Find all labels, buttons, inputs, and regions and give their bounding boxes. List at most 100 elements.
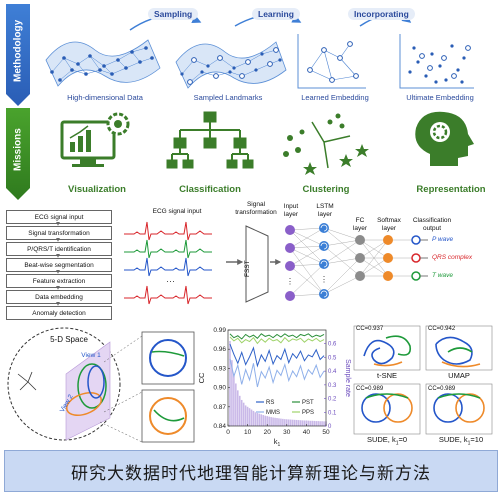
sude-k0-label: SUDE, k1=0 xyxy=(366,435,408,447)
sample-rate-bar xyxy=(297,420,300,426)
tsne-label: t-SNE xyxy=(376,371,397,380)
sample-rate-bar xyxy=(274,417,276,426)
caption-high-dimensional-data: High-dimensional Data xyxy=(67,93,143,102)
y-right-tick-label: 0 xyxy=(328,424,332,430)
y-right-tick-label: 0.4 xyxy=(328,369,337,375)
five-d-space-graphic xyxy=(7,327,195,443)
y-right-axis-label: Sample rate xyxy=(344,359,351,397)
x-tick-label: 30 xyxy=(283,429,291,436)
sample-rate-bar xyxy=(321,421,323,426)
series-line-pps xyxy=(229,336,325,345)
sample-rate-bar xyxy=(307,420,310,426)
banner-title: 研究大数据时代地理智能计算新理论与新方法 xyxy=(4,450,498,492)
high-dimensional-data-graphic xyxy=(45,39,161,87)
sample-rate-bar xyxy=(244,405,247,426)
legend-label: PST xyxy=(302,400,314,406)
y-tick-label: 0.90 xyxy=(213,385,226,392)
sample-rate-bar xyxy=(264,415,267,426)
sample-rate-bar xyxy=(250,409,253,426)
sampling-step-label: Sampling xyxy=(148,8,199,20)
caption-ultimate-embedding: Ultimate Embedding xyxy=(406,93,474,102)
svg-text:···: ··· xyxy=(166,276,175,286)
series-line-mms xyxy=(229,358,325,388)
learning-step-label: Learning xyxy=(252,8,300,20)
sample-rate-bar xyxy=(270,417,272,426)
y-tick-label: 0.96 xyxy=(213,346,226,353)
sude-k0-cc: CC=0.989 xyxy=(356,386,384,392)
sample-rate-bar xyxy=(319,421,321,426)
x-tick-label: 20 xyxy=(264,429,272,436)
pipeline-step: Anomaly detection xyxy=(6,306,112,320)
sample-rate-bar xyxy=(276,418,278,426)
x-tick-label: 0 xyxy=(226,429,230,436)
legend-label: MMS xyxy=(266,410,280,416)
sampled-landmarks-graphic xyxy=(175,41,287,89)
sample-rate-bar xyxy=(282,418,284,426)
legend-label: RS xyxy=(266,400,274,406)
mission-classification: Classification xyxy=(179,184,241,195)
sample-rate-bar xyxy=(317,421,319,426)
visualization-icon xyxy=(60,112,130,167)
y-right-tick-label: 0.2 xyxy=(328,397,337,403)
sample-rate-bar xyxy=(246,406,249,426)
classification-icon xyxy=(166,111,254,169)
ultimate-embedding-graphic xyxy=(399,34,474,89)
y-tick-label: 0.87 xyxy=(213,404,226,411)
sude-k10-cc: CC=0.989 xyxy=(428,386,456,392)
ecg-network-graphics: ··· ⋮ ⋮ xyxy=(56,221,428,306)
mission-visualization: Visualization xyxy=(68,184,126,195)
svg-text:⋮: ⋮ xyxy=(320,275,328,284)
y-right-tick-label: 0.1 xyxy=(328,410,337,416)
input-layer-label: Input layer xyxy=(283,203,299,218)
sample-rate-bar xyxy=(238,395,241,426)
y-tick-label: 0.84 xyxy=(213,423,226,430)
series-line-pst xyxy=(229,333,325,340)
clustering-icon xyxy=(283,113,369,175)
sample-rate-bar xyxy=(289,419,292,426)
plot-frame xyxy=(227,329,327,427)
mission-representation: Representation xyxy=(416,184,486,195)
learned-embedding-graphic xyxy=(297,34,366,89)
missions-graphics xyxy=(60,111,474,175)
ecg-input-label: ECG signal input xyxy=(152,208,202,215)
sude-k10-label: SUDE, k1=10 xyxy=(438,435,484,447)
sample-rate-bar xyxy=(258,413,261,426)
y-right-tick-label: 0.3 xyxy=(328,383,337,389)
sample-rate-bar xyxy=(311,420,314,426)
sample-rate-bar xyxy=(262,415,265,426)
embedding-comparison-graphics xyxy=(353,325,493,435)
sample-rate-bar xyxy=(240,399,243,426)
sample-rate-bar xyxy=(295,419,298,426)
lstm-layer-label: LSTM layer xyxy=(316,203,334,218)
y-tick-label: 0.93 xyxy=(213,365,226,372)
x-tick-label: 10 xyxy=(244,429,252,436)
sample-rate-bar xyxy=(256,412,259,426)
sample-rate-bar xyxy=(315,421,317,426)
sample-rate-bar xyxy=(254,412,257,426)
sample-rate-bar xyxy=(301,420,304,426)
y-tick-label: 0.99 xyxy=(213,327,226,334)
sample-rate-bar xyxy=(266,416,268,426)
umap-cc: CC=0.942 xyxy=(428,326,456,332)
x-axis-label: k1 xyxy=(274,437,281,448)
caption-learned-embedding: Learned Embedding xyxy=(301,93,369,102)
output-p-wave: P wave xyxy=(432,236,454,243)
output-qrs-complex: QRS complex xyxy=(432,254,473,261)
sample-rate-bar xyxy=(235,383,237,426)
sample-rate-bar xyxy=(309,420,312,426)
sample-rate-bar xyxy=(280,418,282,426)
sample-rate-bar xyxy=(272,417,274,426)
umap-label: UMAP xyxy=(448,371,470,380)
fc-layer-label: FC layer xyxy=(352,217,368,232)
y-right-tick-label: 0.6 xyxy=(328,342,337,348)
sample-rate-bar xyxy=(248,408,251,426)
sample-rate-bar xyxy=(287,419,290,426)
output-t-wave: T wave xyxy=(432,272,453,279)
sample-rate-bar xyxy=(260,414,263,426)
sample-rate-bar xyxy=(242,402,245,426)
side-label-shapes xyxy=(6,4,30,200)
svg-text:⋮: ⋮ xyxy=(286,277,294,286)
signal-transformation-label: Signal transformation xyxy=(235,201,277,216)
caption-sampled-landmarks: Sampled Landmarks xyxy=(193,93,263,102)
